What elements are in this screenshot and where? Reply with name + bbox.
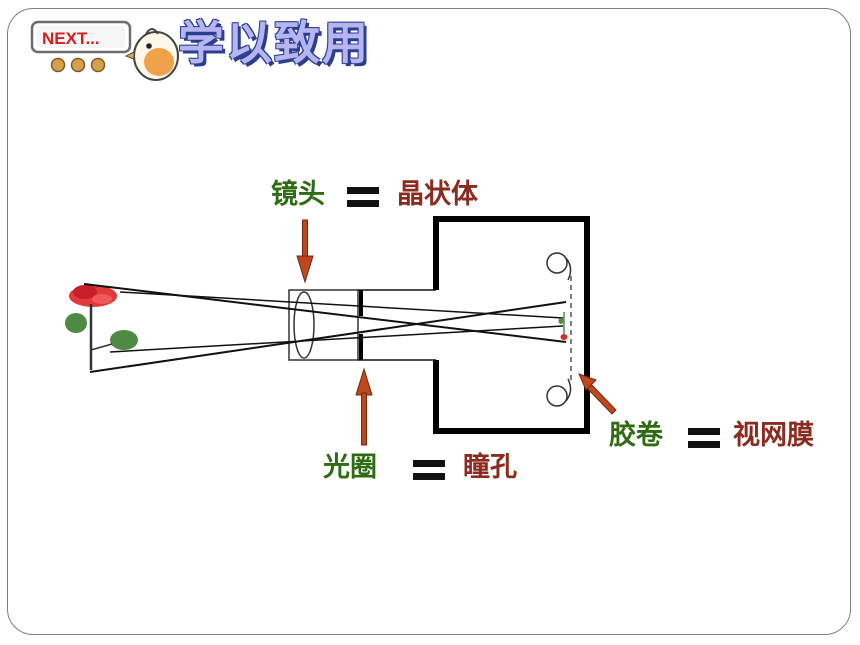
- rose-object-icon: [65, 285, 138, 370]
- lens-camera-label: 镜头: [271, 179, 325, 210]
- aperture-arrow: [355, 367, 373, 446]
- next-logo-text: NEXT...: [42, 29, 100, 48]
- aperture-camera-label: 光圈: [323, 452, 377, 483]
- film-roll-top: [546, 252, 568, 274]
- lens-eye-label: 晶状体: [397, 179, 478, 210]
- inverted-image-icon: [558, 312, 568, 340]
- aperture-equals-sign: [413, 460, 445, 480]
- aperture-eye-label: 瞳孔: [463, 452, 517, 483]
- lens-arrow: [296, 219, 314, 284]
- camera-body: [433, 216, 590, 434]
- lens-shape: [293, 291, 315, 359]
- film-roll-bottom: [546, 385, 568, 407]
- film-equals-sign: [688, 428, 720, 448]
- page-title: 学以致用: [178, 16, 370, 70]
- film-arrow: [578, 373, 617, 415]
- slide-frame: [7, 8, 851, 635]
- film-eye-label: 视网膜: [733, 420, 814, 451]
- chick-mascot-icon: [124, 28, 179, 81]
- lens-equals-sign: [347, 187, 379, 207]
- next-logo: NEXT...: [30, 20, 179, 81]
- film-camera-label: 胶卷: [609, 420, 663, 451]
